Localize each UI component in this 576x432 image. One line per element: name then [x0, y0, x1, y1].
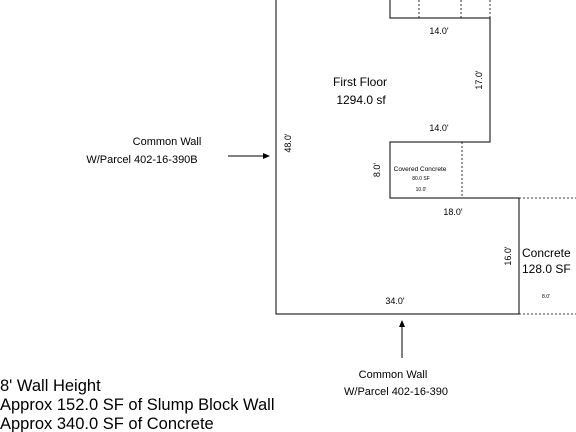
note-concrete: Approx 340.0 SF of Concrete	[0, 415, 214, 432]
dim-lower-right-height: 16.0'	[503, 246, 513, 266]
covered-concrete-width: 10.0'	[416, 187, 427, 193]
arrow-up-icon	[399, 320, 405, 358]
notes-block: 8' Wall Height Approx 152.0 SF of Slump …	[0, 377, 576, 432]
concrete-area	[518, 197, 576, 315]
dim-bottom-width: 34.0'	[385, 296, 405, 306]
dim-top-notch-width: 14.0'	[429, 26, 449, 36]
dim-lower-step-width: 18.0'	[443, 207, 463, 217]
common-wall-left-parcel: W/Parcel 402-16-390B	[86, 154, 197, 166]
concrete-label: Concrete	[522, 246, 571, 260]
common-wall-bottom-parcel: W/Parcel 402-16-390	[344, 386, 448, 398]
first-floor-area: 1294.0 sf	[336, 93, 386, 107]
dim-left-height: 48.0'	[283, 133, 293, 153]
arrow-right-icon	[228, 153, 270, 159]
note-wall-height: 8' Wall Height	[0, 377, 101, 395]
covered-concrete-label: Covered Concrete	[394, 166, 447, 173]
common-wall-bottom-title: Common Wall	[359, 369, 428, 381]
common-wall-left-title: Common Wall	[133, 136, 202, 148]
concrete-area: 128.0 SF	[522, 262, 571, 276]
dim-covered-height: 8.0'	[372, 163, 382, 178]
note-slump-block: Approx 152.0 SF of Slump Block Wall	[0, 396, 275, 414]
covered-concrete-area: 80.0 SF	[412, 176, 430, 182]
top-partial-area	[390, 0, 491, 19]
first-floor-outline	[275, 0, 520, 315]
covered-concrete-area	[389, 141, 463, 199]
dim-right-upper-height: 17.0'	[474, 70, 484, 90]
first-floor-label: First Floor	[333, 75, 387, 89]
concrete-width: 8.0'	[542, 294, 550, 300]
dim-mid-notch-width: 14.0'	[429, 123, 449, 133]
